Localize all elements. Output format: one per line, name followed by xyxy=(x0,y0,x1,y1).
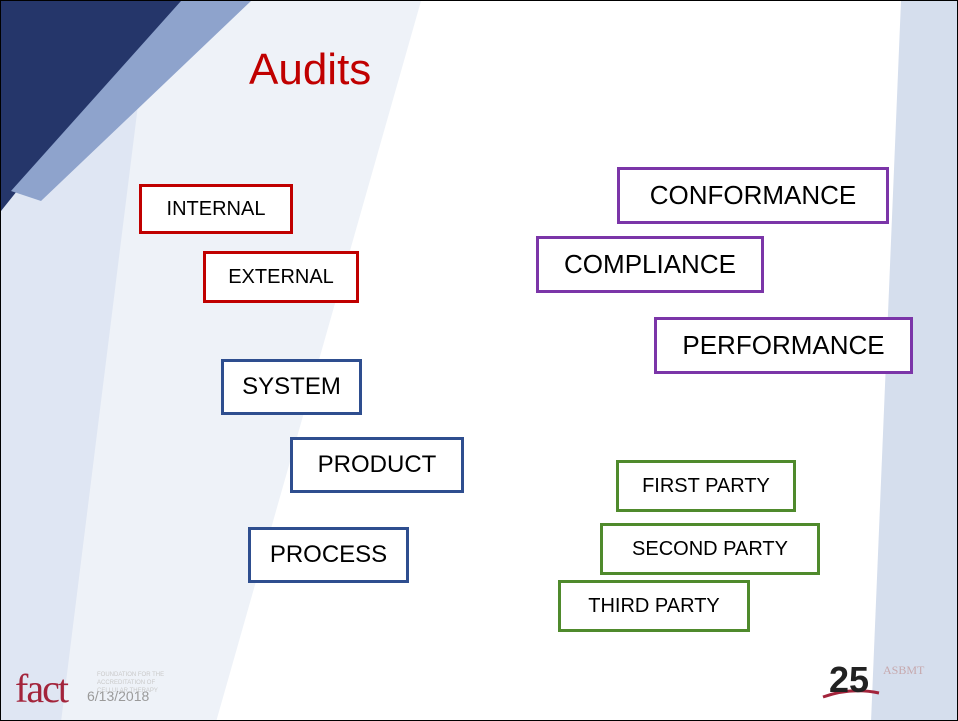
swoosh-icon xyxy=(822,689,880,699)
fact-logo-subtitle: FOUNDATION FOR THE ACCREDITATION OF CELL… xyxy=(97,672,165,694)
background-right-band xyxy=(871,1,957,720)
box-compliance-label: COMPLIANCE xyxy=(564,249,736,279)
box-performance-label: PERFORMANCE xyxy=(682,330,885,360)
asbmt-label: ASBMT xyxy=(883,663,925,677)
box-system: SYSTEM xyxy=(221,359,362,415)
slide-title: Audits xyxy=(249,45,372,94)
asbmt-25-logo: 25 ASBMT xyxy=(821,657,957,707)
box-second-party: SECOND PARTY xyxy=(600,523,820,575)
box-internal-label: INTERNAL xyxy=(166,197,266,220)
anniversary-number: 25 xyxy=(829,659,870,700)
box-third-party: THIRD PARTY xyxy=(558,580,750,632)
box-performance: PERFORMANCE xyxy=(654,317,913,374)
background-dark-wedge xyxy=(1,1,206,211)
footer-date: 6/13/2018 xyxy=(87,688,150,704)
box-external-label: EXTERNAL xyxy=(228,265,334,288)
fact-logo: fact FOUNDATION FOR THE ACCREDITATION OF… xyxy=(15,666,165,711)
box-system-label: SYSTEM xyxy=(242,373,341,400)
box-internal: INTERNAL xyxy=(139,184,293,234)
box-product: PRODUCT xyxy=(290,437,464,493)
box-compliance: COMPLIANCE xyxy=(536,236,764,293)
box-first-party-label: FIRST PARTY xyxy=(642,474,770,497)
box-process-label: PROCESS xyxy=(269,541,388,568)
background-mid-wedge xyxy=(11,1,251,201)
box-process: PROCESS xyxy=(248,527,409,583)
box-third-party-label: THIRD PARTY xyxy=(588,594,720,617)
box-external: EXTERNAL xyxy=(203,251,359,303)
box-conformance-label: CONFORMANCE xyxy=(649,180,857,210)
box-first-party: FIRST PARTY xyxy=(616,460,796,512)
box-conformance: CONFORMANCE xyxy=(617,167,889,224)
box-second-party-label: SECOND PARTY xyxy=(632,537,788,560)
fact-logo-word: fact xyxy=(15,666,69,711)
box-product-label: PRODUCT xyxy=(317,451,437,478)
